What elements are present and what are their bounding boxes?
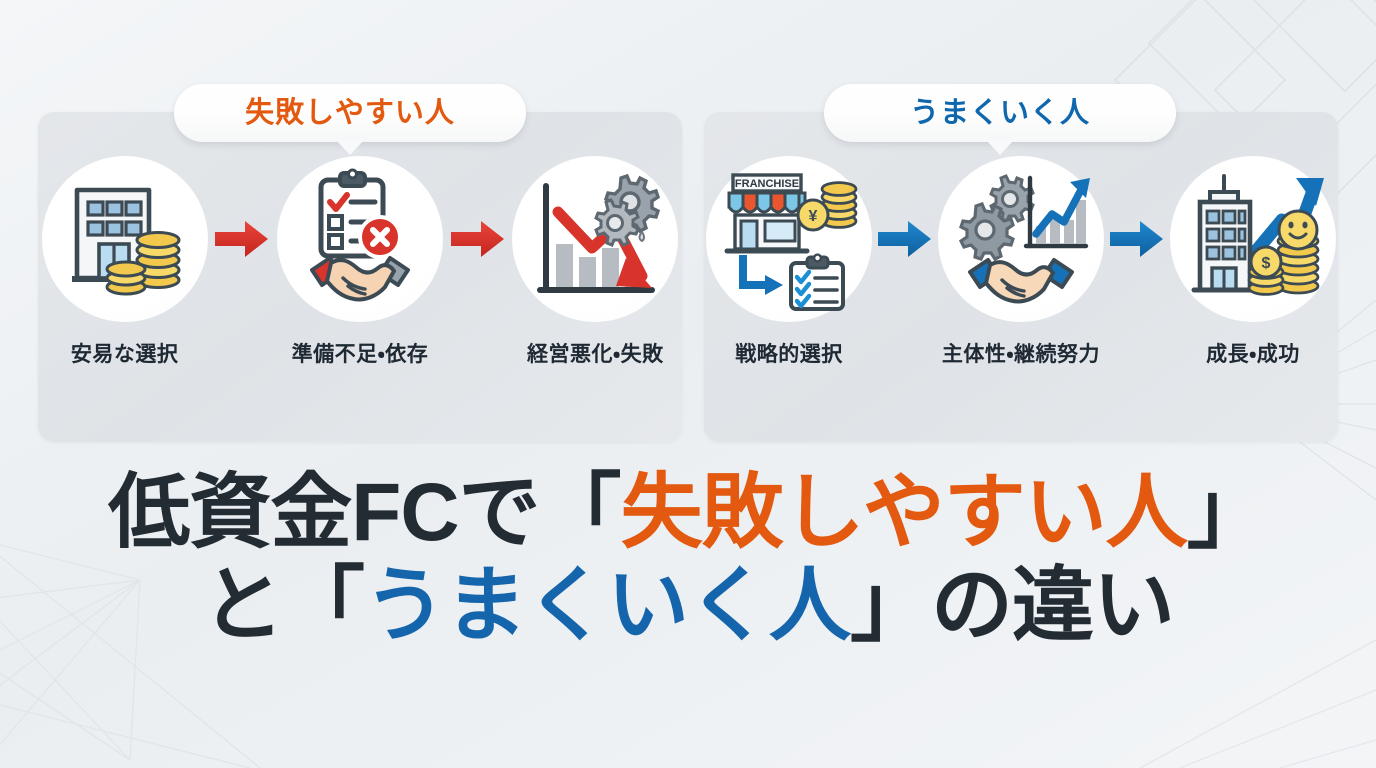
franchise-sign-text: FRANCHISE: [735, 178, 799, 190]
comparison-panels: 失敗しやすい人: [38, 84, 1338, 442]
win-step-1: FRANCHISE: [704, 156, 874, 368]
fail-badge: 失敗しやすい人: [174, 84, 526, 142]
yen-symbol: ¥: [809, 208, 818, 225]
red-right-arrow-icon-2: [447, 156, 509, 322]
fail-panel: 失敗しやすい人: [38, 84, 682, 442]
headline-line-1: 低資金FCで「失敗しやすい人」: [0, 467, 1376, 558]
win-step-2-caption: 主体性・継続努力: [941, 343, 1101, 366]
declining-bar-chart-with-broken-gear-icon: [512, 156, 679, 322]
headline-line2-quote-close: 」: [850, 559, 932, 651]
fail-step-2-caption: 準備不足・依存: [291, 343, 429, 366]
win-steps: FRANCHISE: [704, 156, 1338, 368]
fail-step-1: 安易な選択: [38, 156, 211, 368]
win-badge: うまくいく人: [824, 84, 1176, 142]
headline-line-2: と「うまくいく人」の違い: [0, 559, 1376, 651]
headline: 低資金FCで「失敗しやすい人」 と「うまくいく人」の違い: [0, 467, 1376, 651]
fail-step-3-caption: 経営悪化・失敗: [527, 343, 664, 366]
win-panel: うまくいく人 FRANCHISE: [704, 84, 1338, 442]
fail-steps: 安易な選択: [38, 156, 682, 368]
headline-line1-quote-open: 「: [539, 467, 622, 558]
blue-right-arrow-icon-2: [1106, 156, 1168, 322]
office-building-with-coin-stacks-icon: [41, 156, 208, 322]
franchise-storefront-yen-coins-checklist-icon: FRANCHISE: [706, 156, 872, 322]
dollar-symbol: $: [1262, 255, 1271, 272]
win-badge-label: うまくいく人: [909, 96, 1090, 129]
headline-line1-quote-close: 」: [1186, 467, 1269, 558]
clipboard-with-red-x-and-handshake-icon: [276, 156, 443, 322]
blue-right-arrow-icon: [874, 156, 936, 322]
red-right-arrow-icon: [211, 156, 273, 322]
headline-line1-highlight: 失敗しやすい人: [620, 467, 1188, 558]
headline-line2-quote-open: 「: [282, 559, 365, 651]
tall-building-rising-arrow-smiling-coins-icon: $: [1170, 156, 1336, 322]
fail-step-1-caption: 安易な選択: [70, 343, 179, 366]
win-step-2: 主体性・継続努力: [936, 156, 1106, 368]
fail-step-2: 準備不足・依存: [273, 156, 446, 368]
fail-step-3: 経営悪化・失敗: [509, 156, 682, 368]
gears-rising-chart-handshake-icon: [938, 156, 1104, 322]
headline-line2-highlight: うまくいく人: [363, 559, 851, 651]
fail-badge-label: 失敗しやすい人: [245, 96, 455, 129]
win-step-3: $ 成長・成功: [1168, 156, 1338, 368]
headline-line2-part2: の違い: [931, 559, 1175, 651]
win-step-1-caption: 戦略的選択: [735, 343, 843, 366]
headline-line1-part1: 低資金FCで: [108, 467, 540, 558]
win-step-3-caption: 成長・成功: [1206, 343, 1300, 366]
headline-line2-part1: と: [201, 559, 284, 651]
